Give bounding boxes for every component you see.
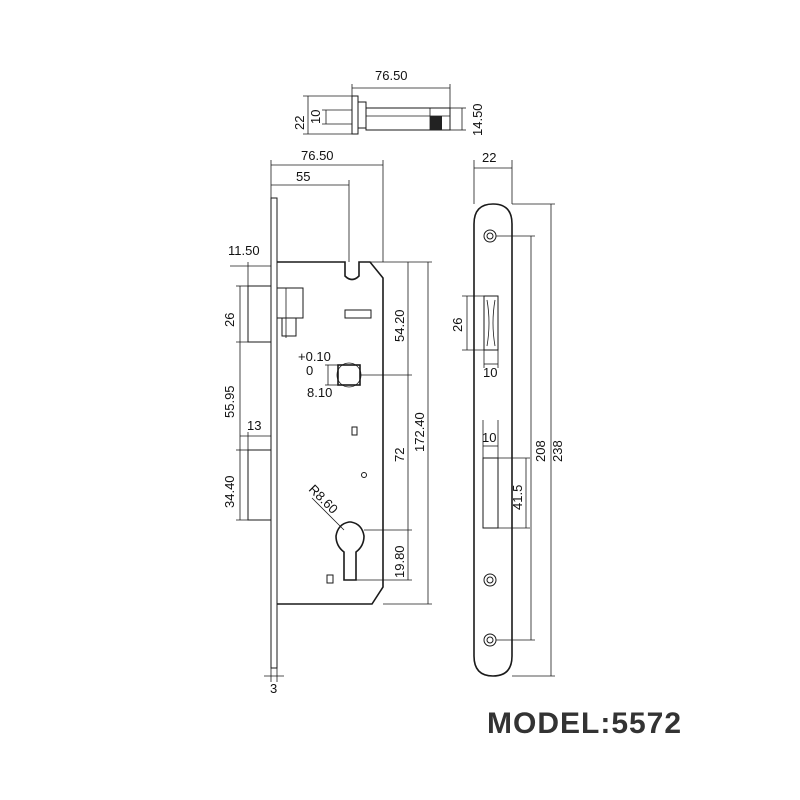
dim-bolt-height-left: 22	[292, 116, 307, 130]
dim-cylinder-bottom: 19.80	[392, 545, 407, 578]
dim-latch-slot-width: 10	[483, 365, 497, 380]
dim-faceplate-height: 238	[550, 440, 565, 462]
faceplate-front-view	[462, 160, 555, 677]
dim-radius: R8.60	[306, 482, 341, 517]
dim-bolt-height-right: 14.50	[470, 103, 485, 136]
model-label: MODEL:5572	[487, 707, 682, 740]
dim-bolt-slot-height: 41.5	[510, 485, 525, 510]
dim-body-height: 172.40	[412, 412, 427, 452]
dim-spindle-tol-zero: 0	[306, 363, 313, 378]
dim-faceplate-width: 22	[482, 150, 496, 165]
dim-bolt-slot-width: 10	[482, 430, 496, 445]
dim-body-width: 76.50	[301, 148, 334, 163]
dim-spindle-to-cylinder: 72	[392, 448, 407, 462]
dim-deadbolt-width: 13	[247, 418, 261, 433]
dim-latch-height: 26	[222, 313, 237, 327]
dimension-labels: 76.50 22 10 14.50 76.50 55 11.50 26 55.9…	[222, 68, 565, 696]
dim-bolt-length: 76.50	[375, 68, 408, 83]
dim-latch-slot-height: 26	[450, 318, 465, 332]
dim-screw-spacing: 208	[533, 440, 548, 462]
dim-latch-to-deadbolt: 55.95	[222, 385, 237, 418]
dim-spindle-tol-plus: +0.10	[298, 349, 331, 364]
dim-latch-offset: 11.50	[228, 243, 260, 258]
dim-spindle-size: 8.10	[307, 385, 332, 400]
dim-bolt-height-inner: 10	[308, 110, 323, 124]
lock-body-side-view	[230, 160, 432, 682]
dim-backset: 55	[296, 169, 310, 184]
bolt-top-view	[303, 84, 466, 135]
dim-faceplate-thickness: 3	[270, 681, 277, 696]
dim-deadbolt-height: 34.40	[222, 475, 237, 508]
dim-top-to-spindle: 54.20	[392, 309, 407, 342]
